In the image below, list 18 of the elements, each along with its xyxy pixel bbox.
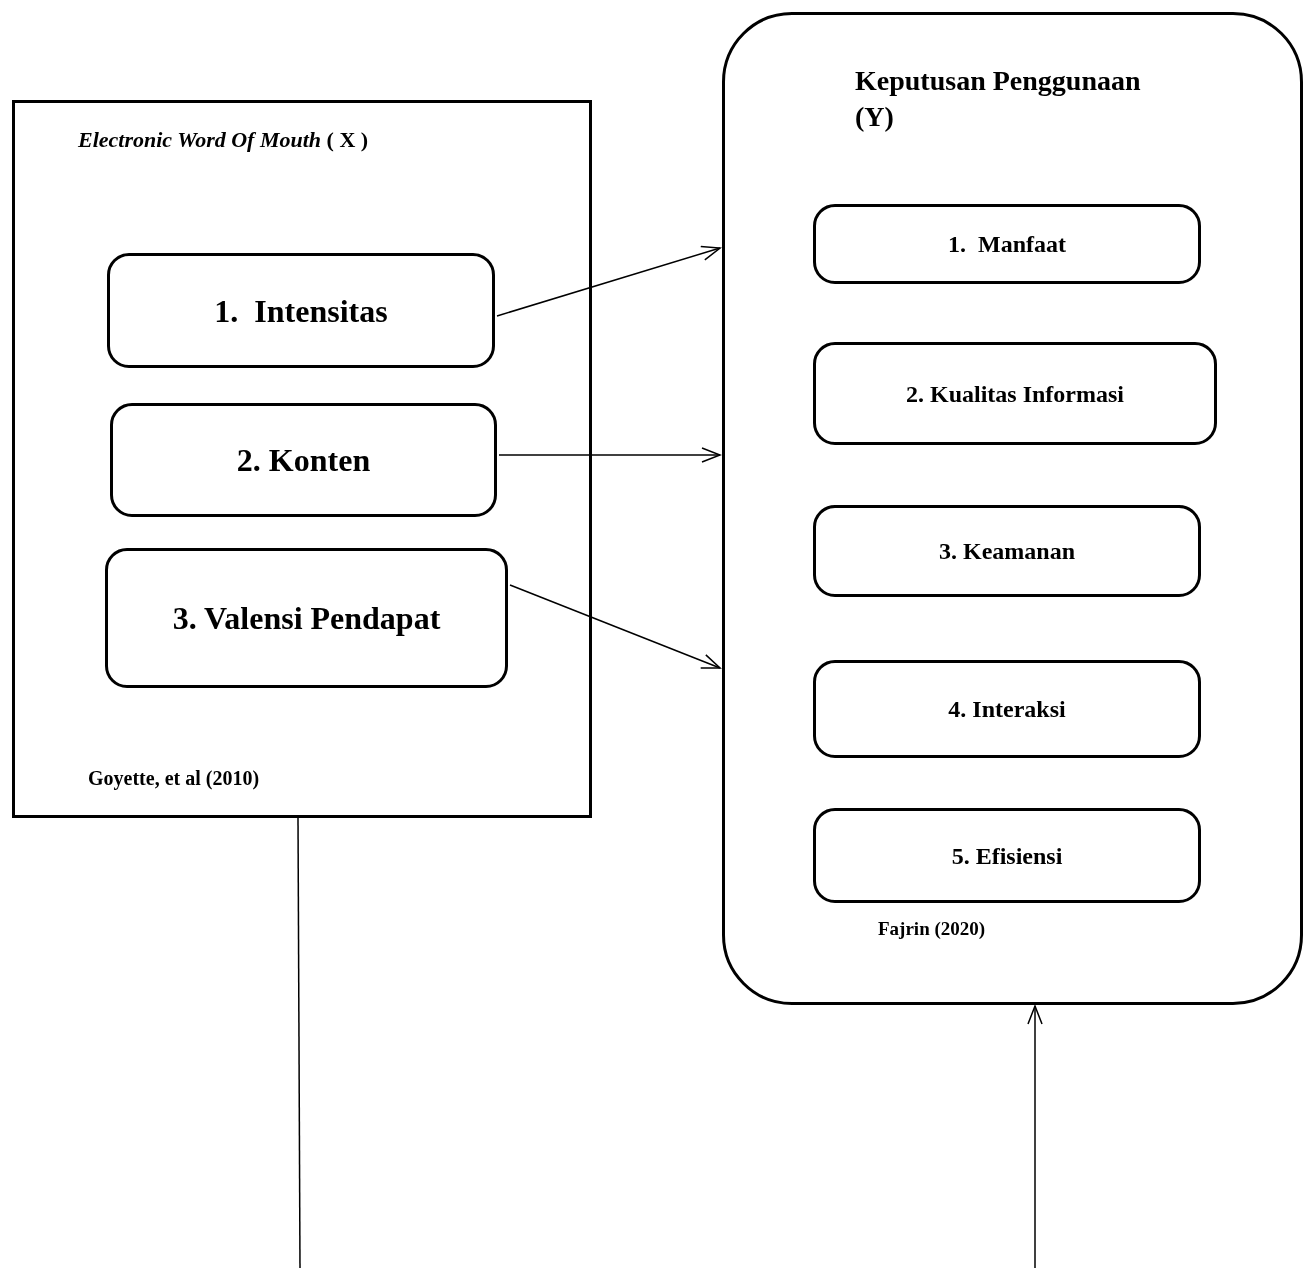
panel-title: Keputusan Penggunaan (Y) (855, 64, 1142, 135)
variable-panel (722, 12, 1303, 1005)
arrow (1027, 1005, 1043, 1268)
indicator-box: 2. Konten (110, 403, 497, 517)
indicator-box: 2. Kualitas Informasi (813, 342, 1217, 445)
indicator-box: 1. Manfaat (813, 204, 1201, 284)
indicator-box: 1. Intensitas (107, 253, 495, 368)
indicator-box: 3. Valensi Pendapat (105, 548, 508, 688)
arrow (509, 584, 721, 669)
variable-box (12, 100, 592, 818)
arrow (496, 245, 721, 317)
source-citation: Goyette, et al (2010) (88, 766, 260, 792)
source-citation: Fajrin (2020) (878, 917, 986, 941)
indicator-box: 3. Keamanan (813, 505, 1201, 597)
indicator-box: 4. Interaksi (813, 660, 1201, 758)
indicator-box: 5. Efisiensi (813, 808, 1201, 903)
panel-title: Electronic Word Of Mouth ( X ) (78, 126, 369, 154)
arrow (498, 447, 721, 463)
